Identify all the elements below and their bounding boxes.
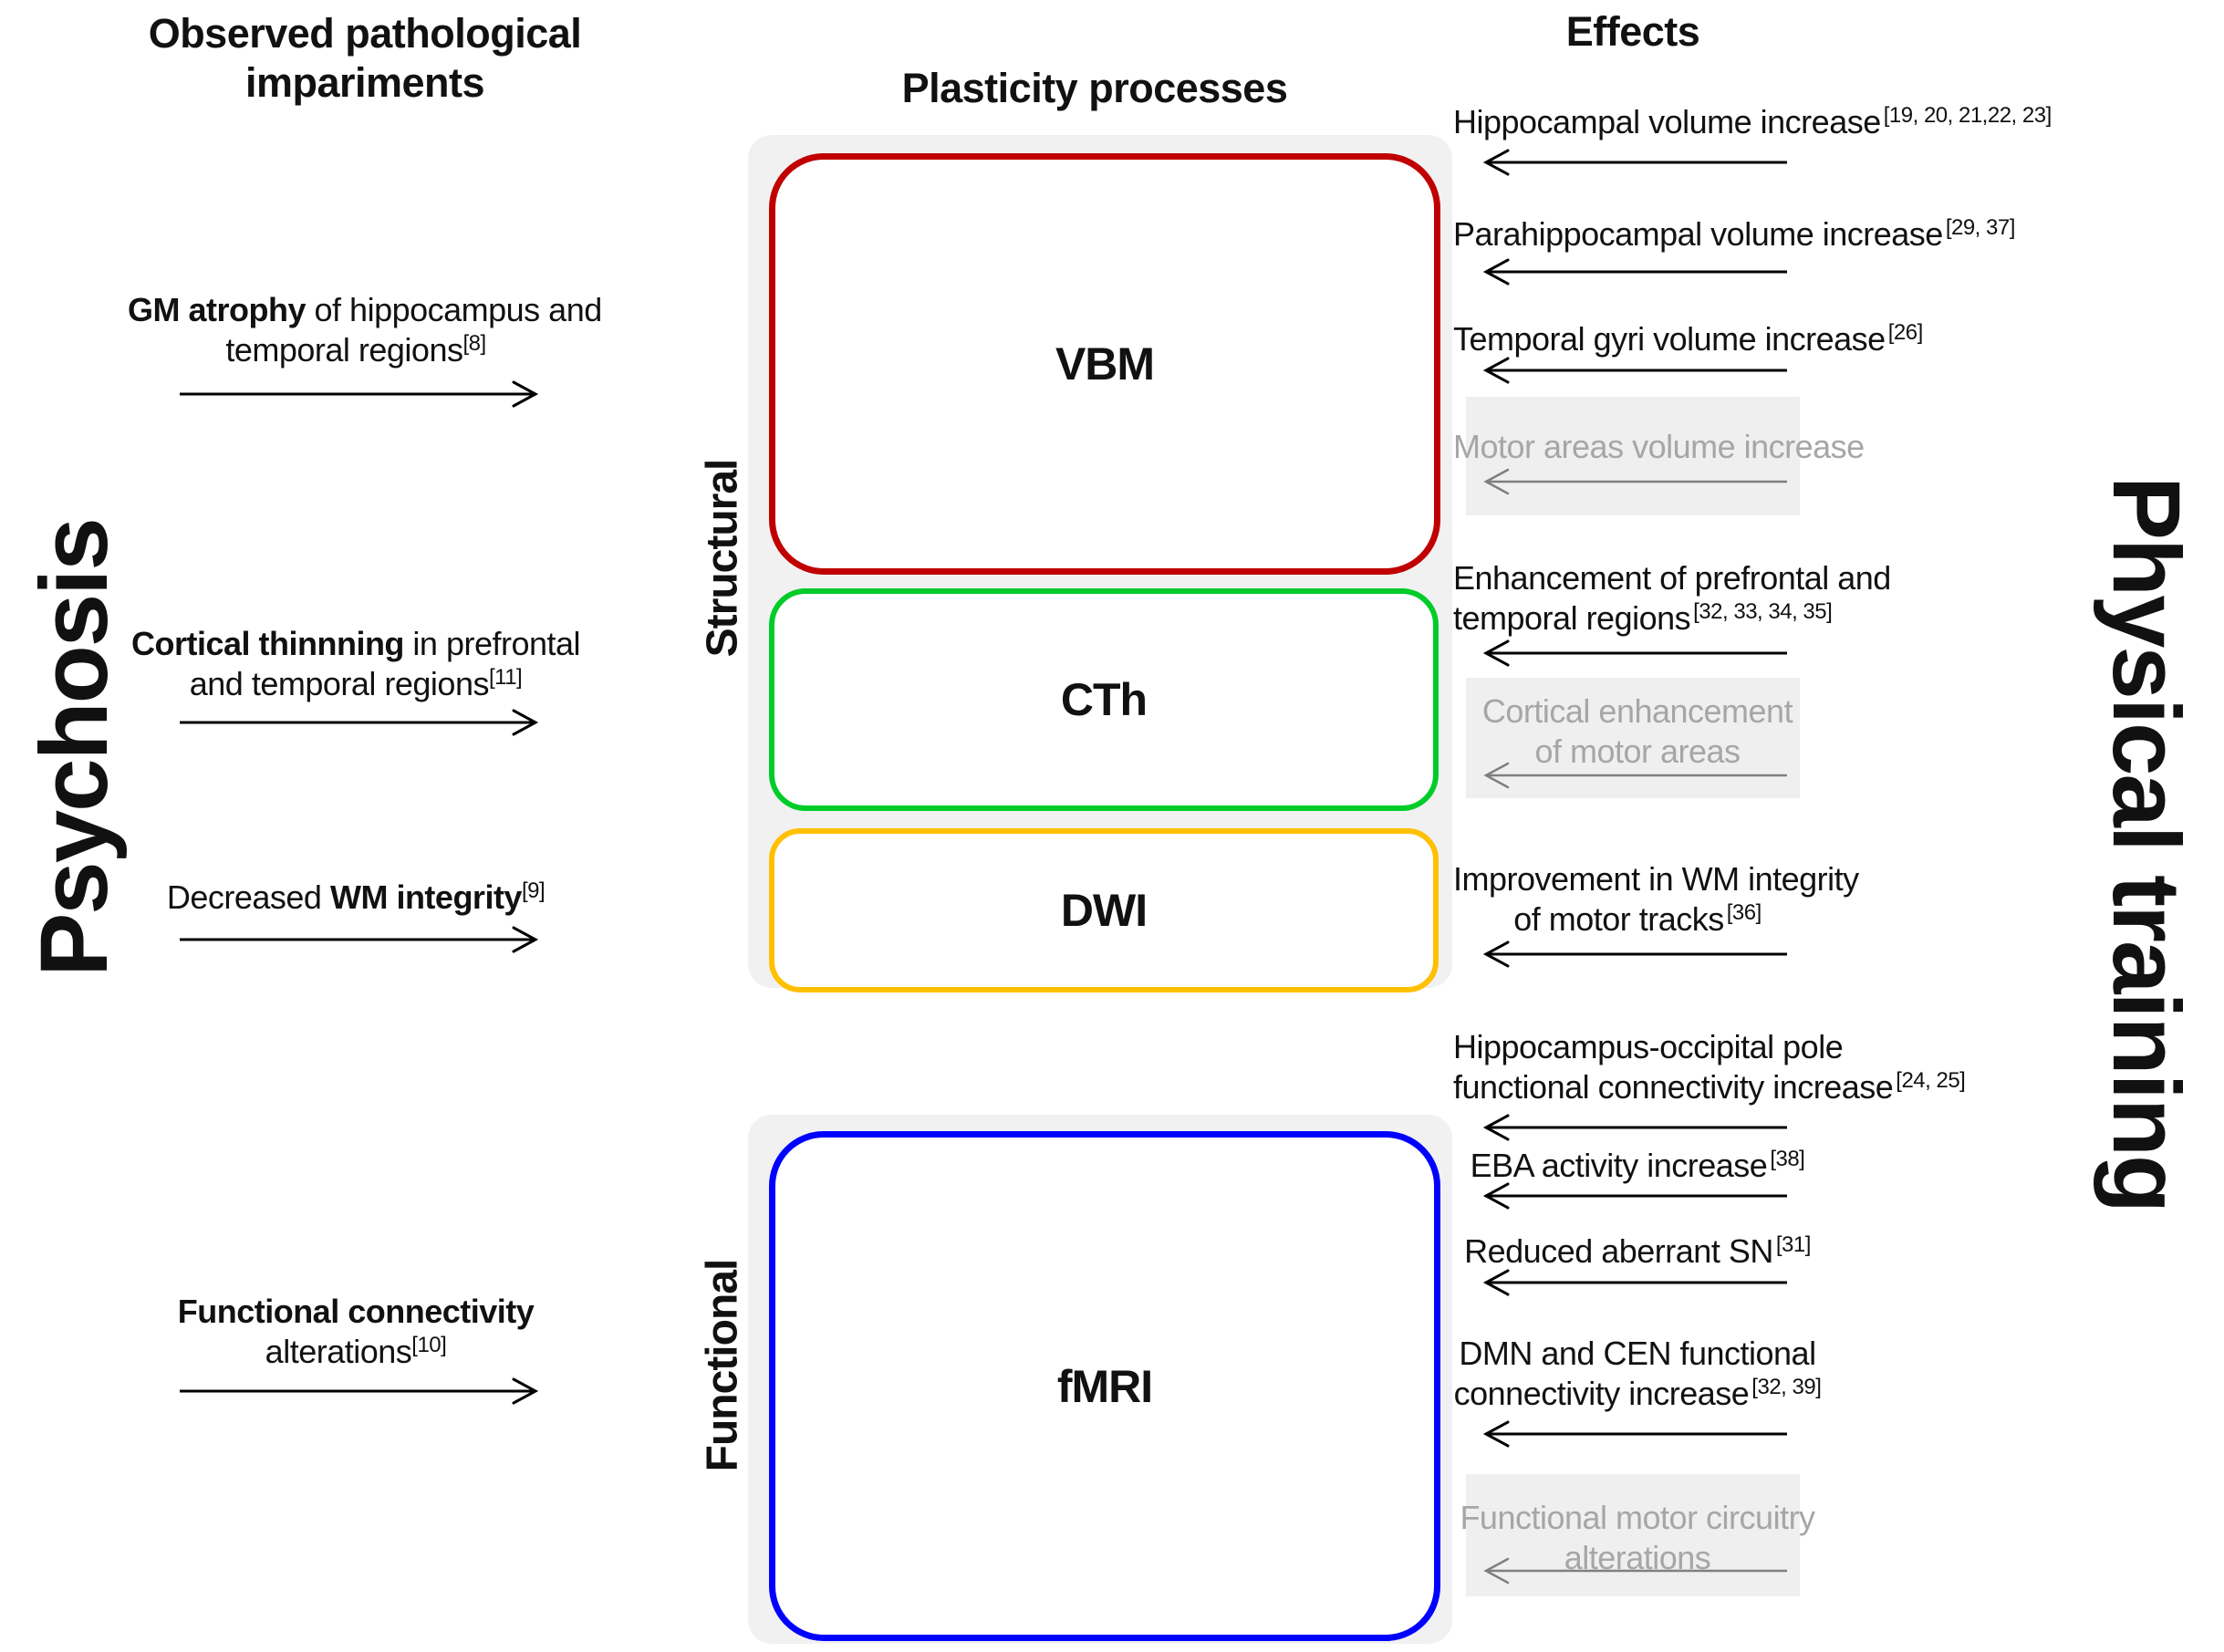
structural-group-label: Structural	[698, 459, 747, 658]
arrow-right-icon	[180, 1377, 539, 1405]
impairment-text-line: Decreased WM integrity[9]	[166, 878, 546, 916]
effect-highlight-box	[1466, 678, 1800, 798]
effect-text-line: connectivity increase[32, 39]	[1453, 1375, 1822, 1412]
plasticity-box-vbm: VBM	[769, 153, 1440, 575]
physical-training-axis-label: Physical training	[2093, 475, 2199, 1212]
header-line: impariments	[244, 59, 485, 106]
arrow-left-icon	[1483, 762, 1787, 789]
effect-row: Motor areas volume increase	[1453, 427, 1865, 467]
effect-text-line: of motor areas	[1534, 732, 1741, 770]
arrow-left-icon	[1482, 149, 1787, 176]
effect-text-line: Improvement in WM integrity	[1453, 860, 1859, 898]
arrow-left-icon	[1483, 1557, 1787, 1584]
reference-superscript: [10]	[411, 1333, 447, 1357]
column-header-plasticity: Plasticity processes	[901, 65, 1288, 111]
plasticity-box-label: CTh	[1060, 674, 1148, 725]
functional-group-label: Functional	[698, 1259, 747, 1472]
effect-text-line: Enhancement of prefrontal and	[1453, 559, 1891, 597]
effect-row: Parahippocampal volume increase[29, 37]	[1453, 214, 2015, 259]
reference-superscript: [29, 37]	[1945, 215, 2016, 240]
arrow-right-icon	[180, 709, 539, 736]
effect-row: EBA activity increase[38]	[1453, 1146, 1822, 1190]
arrow-left-icon	[1482, 1114, 1787, 1141]
reference-superscript: [31]	[1775, 1232, 1812, 1257]
arrow-right-icon	[180, 926, 539, 953]
plasticity-box-label: DWI	[1060, 885, 1148, 936]
effect-row: Reduced aberrant SN[31]	[1453, 1231, 1822, 1276]
reference-superscript: [11]	[488, 665, 523, 690]
arrow-left-icon	[1482, 1182, 1787, 1210]
effect-text-line: Functional motor circuitry	[1460, 1499, 1815, 1536]
header-line: Observed pathological	[148, 10, 582, 57]
impairment-text-line: alterations[10]	[265, 1333, 447, 1370]
reference-superscript: [32, 39]	[1751, 1375, 1822, 1399]
impairment-text-line: temporal regions[8]	[225, 331, 486, 369]
column-header-impairments: Observed pathological impariments	[82, 9, 648, 108]
arrow-left-icon	[1482, 258, 1787, 286]
arrow-left-icon	[1482, 940, 1787, 968]
effect-text-line: Hippocampal volume increase[19, 20, 21,2…	[1453, 103, 2052, 140]
reference-superscript: [9]	[521, 878, 546, 903]
plasticity-box-label: fMRI	[1056, 1360, 1153, 1412]
reference-superscript: [24, 25]	[1896, 1068, 1966, 1093]
effect-text-line: EBA activity increase[38]	[1470, 1147, 1805, 1184]
effect-text-line: Cortical enhancement	[1481, 692, 1793, 730]
arrow-left-icon	[1482, 1420, 1787, 1448]
effect-highlight-box	[1466, 1474, 1800, 1596]
arrow-left-icon	[1482, 1269, 1787, 1296]
impairment-text-line: Cortical thinnning in prefrontal	[130, 625, 581, 662]
effect-text-line: Parahippocampal volume increase[29, 37]	[1453, 215, 2015, 253]
effect-text-line: temporal regions[32, 33, 34, 35]	[1453, 599, 1833, 637]
reference-superscript: [32, 33, 34, 35]	[1693, 599, 1833, 624]
effect-text-line: Temporal gyri volume increase[26]	[1453, 320, 1923, 358]
effect-text-line: DMN and CEN functional	[1459, 1335, 1816, 1372]
effect-text-line: Hippocampus-occipital pole	[1453, 1028, 1844, 1065]
effect-text-line: functional connectivity increase[24, 25]	[1453, 1068, 1966, 1106]
column-header-effects: Effects	[1565, 8, 1700, 55]
reference-superscript: [26]	[1887, 320, 1924, 345]
arrow-left-icon	[1482, 639, 1787, 667]
plasticity-box-dwi: DWI	[769, 828, 1439, 992]
plasticity-box-label: VBM	[1055, 338, 1155, 390]
effect-text-line: Reduced aberrant SN[31]	[1464, 1232, 1812, 1270]
reference-superscript: [19, 20, 21,22, 23]	[1883, 103, 2053, 128]
impairment-text-line: and temporal regions[11]	[189, 665, 523, 702]
arrow-left-icon	[1483, 468, 1787, 495]
arrow-right-icon	[180, 380, 539, 408]
effect-row: Hippocampal volume increase[19, 20, 21,2…	[1453, 102, 2052, 147]
plasticity-box-fmri: fMRI	[769, 1131, 1440, 1641]
effect-text-line: of motor tracks[36]	[1513, 900, 1762, 938]
psychosis-axis-label: Psychosis	[21, 519, 128, 977]
impairment-text-line: GM atrophy of hippocampus and	[128, 291, 602, 328]
effect-text-line: Motor areas volume increase	[1453, 428, 1865, 465]
impairment-text-line: Functional connectivity	[177, 1293, 535, 1330]
reference-superscript: [36]	[1726, 900, 1762, 925]
effect-row: Temporal gyri volume increase[26]	[1453, 319, 1923, 364]
reference-superscript: [8]	[462, 331, 486, 356]
impairment-row: Decreased WM integrity[9]	[128, 878, 584, 922]
reference-superscript: [38]	[1770, 1147, 1805, 1171]
plasticity-box-cth: CTh	[769, 588, 1439, 811]
effect-highlight-box	[1466, 397, 1800, 515]
arrow-left-icon	[1482, 357, 1787, 384]
